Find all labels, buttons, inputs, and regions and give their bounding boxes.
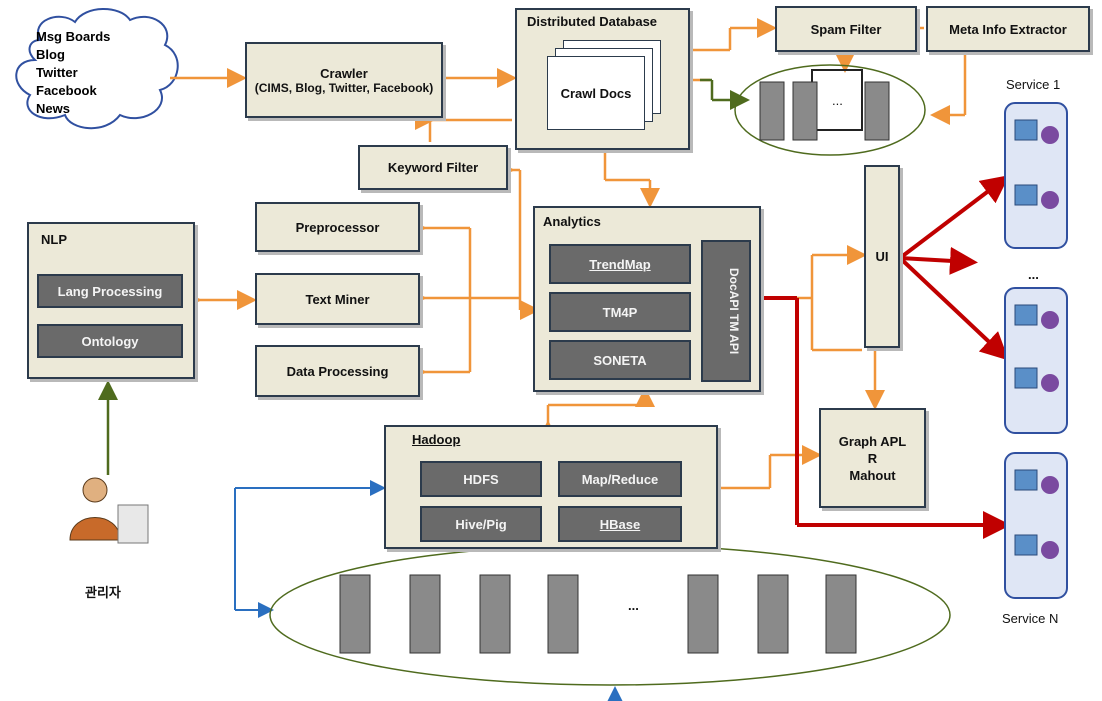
small-cluster-ring <box>734 64 926 156</box>
hadoop-mapreduce: Map/Reduce <box>558 461 682 497</box>
ui-box: UI <box>864 165 900 348</box>
distributed-db-box: Distributed Database Crawl Docs <box>515 8 690 150</box>
crawler-title: Crawler <box>320 65 368 81</box>
graph-line-1: Graph APL <box>838 433 907 449</box>
analytics-box: Analytics TrendMap TM4P SONETA DocAPI TM… <box>533 206 761 392</box>
source-msg-boards: Msg Boards <box>36 29 111 44</box>
graph-line-3: Mahout <box>849 467 896 483</box>
analytics-soneta: SONETA <box>549 340 691 380</box>
analytics-tm4p: TM4P <box>549 292 691 332</box>
hadoop-box: Hadoop HDFS Map/Reduce Hive/Pig HBase <box>384 425 718 549</box>
source-facebook: Facebook <box>36 83 97 98</box>
spam-filter-box: Spam Filter <box>775 6 917 52</box>
crawler-detail: (CIMS, Blog, Twitter, Facebook) <box>254 80 434 95</box>
source-twitter: Twitter <box>36 65 78 80</box>
nlp-box: NLP Lang Processing Ontology <box>27 222 195 379</box>
crawl-docs-label: Crawl Docs <box>547 56 645 130</box>
service-last-label: Service N <box>1002 611 1059 626</box>
analytics-title: Analytics <box>543 214 601 229</box>
preprocessor-box: Preprocessor <box>255 202 420 252</box>
text-miner-box: Text Miner <box>255 273 420 325</box>
analytics-api: DocAPI TM API <box>701 240 751 382</box>
hadoop-title: Hadoop <box>412 432 461 447</box>
admin-figure <box>69 477 149 544</box>
graph-line-2: R <box>867 450 878 466</box>
keyword-filter-box: Keyword Filter <box>358 145 508 190</box>
hadoop-hdfs: HDFS <box>420 461 542 497</box>
nlp-title: NLP <box>41 232 67 247</box>
crawler-box: Crawler (CIMS, Blog, Twitter, Facebook) <box>245 42 443 118</box>
source-news: News <box>36 101 70 116</box>
analytics-trendmap: TrendMap <box>549 244 691 284</box>
admin-label: 관리자 <box>85 585 121 600</box>
small-cluster-dots: ... <box>832 93 843 108</box>
graph-box: Graph APL R Mahout <box>819 408 926 508</box>
hadoop-hivepig: Hive/Pig <box>420 506 542 542</box>
crawl-docs-stack: Crawl Docs <box>547 40 667 135</box>
hadoop-hbase: HBase <box>558 506 682 542</box>
meta-extractor-box: Meta Info Extractor <box>926 6 1090 52</box>
nlp-ontology: Ontology <box>37 324 183 358</box>
nlp-lang-processing: Lang Processing <box>37 274 183 308</box>
distributed-db-title: Distributed Database <box>527 14 658 29</box>
service-first-label: Service 1 <box>1006 77 1061 92</box>
sources-cloud <box>15 8 179 130</box>
source-list: Msg Boards Blog Twitter Facebook News <box>36 28 110 118</box>
big-cluster-dots: ... <box>628 598 639 613</box>
service-dots: ... <box>1028 267 1039 282</box>
source-blog: Blog <box>36 47 65 62</box>
data-processing-box: Data Processing <box>255 345 420 397</box>
